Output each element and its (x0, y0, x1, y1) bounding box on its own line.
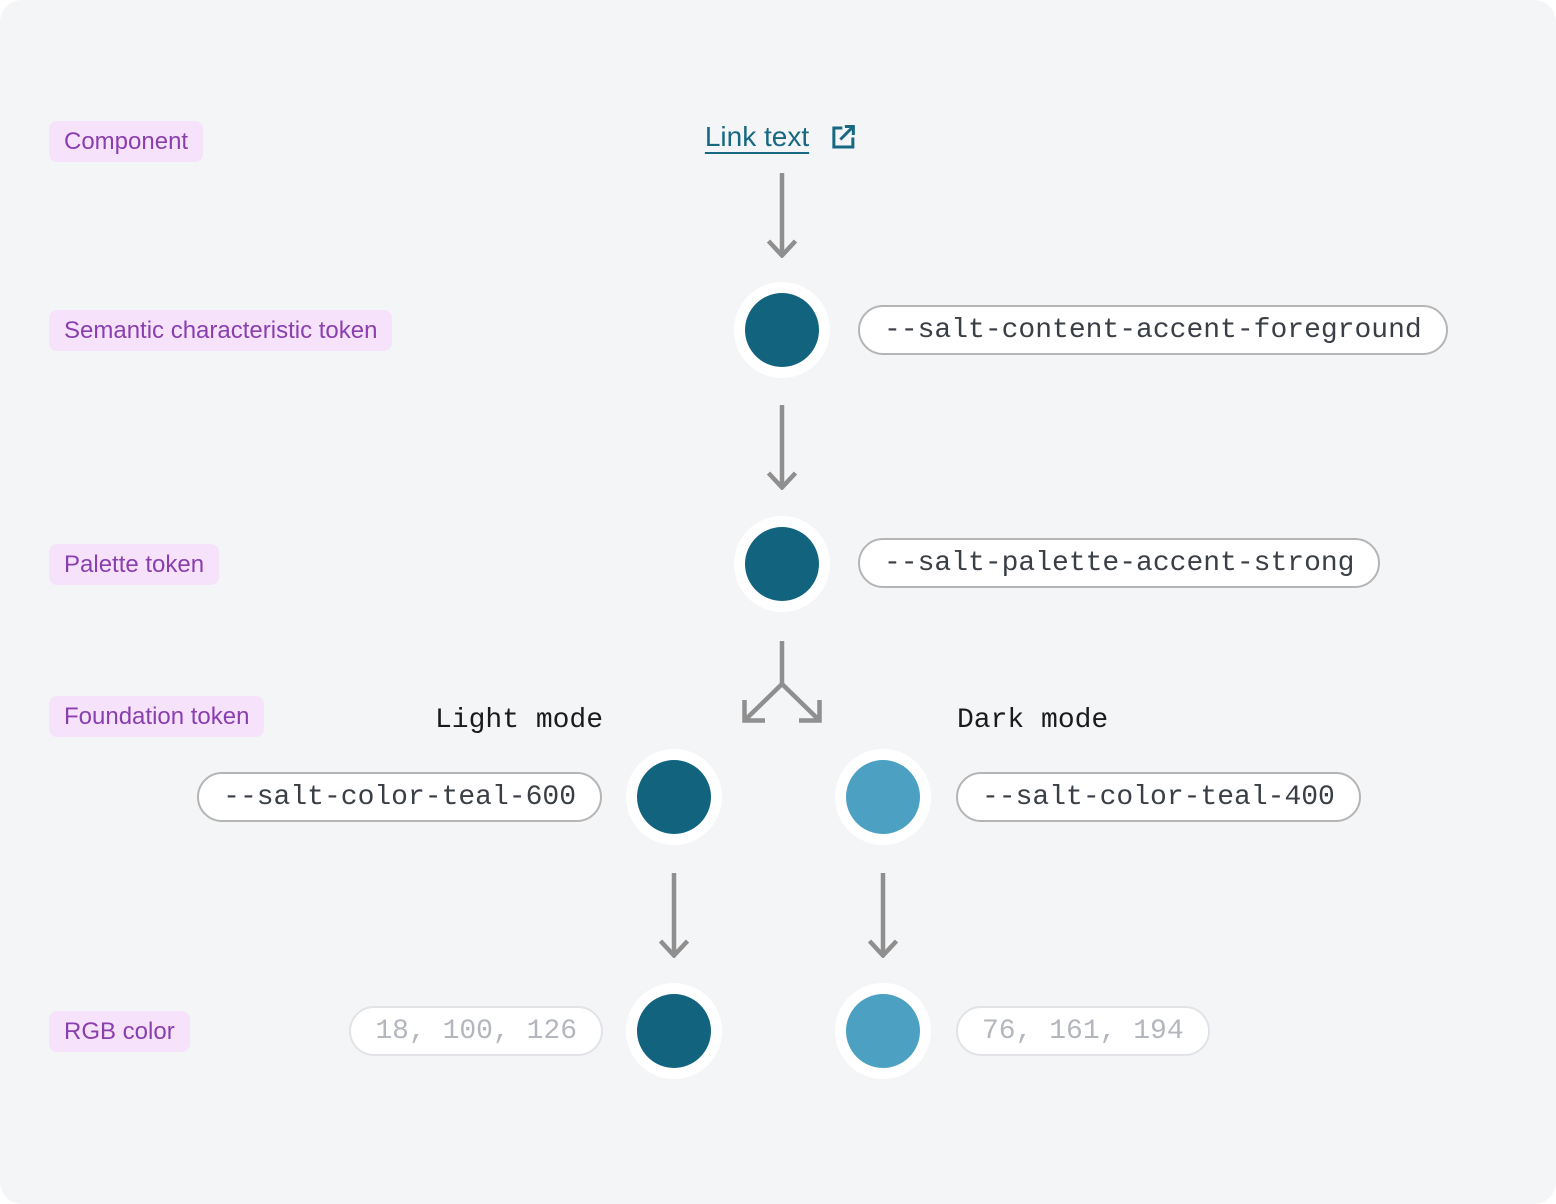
foundation-dark-node (835, 749, 931, 845)
row-label-palette-token: Palette token (49, 544, 220, 585)
arrow-branch-palette-to-foundation (722, 640, 842, 724)
arrow-down-semantic-to-palette (764, 404, 800, 490)
foundation-light-swatch (637, 760, 711, 834)
row-label-foundation-token: Foundation token (49, 696, 265, 737)
rgb-dark-node (835, 983, 931, 1079)
foundation-light-node (626, 749, 722, 845)
row-label-component: Component (49, 121, 204, 162)
rgb-light-node (626, 983, 722, 1079)
row-label-semantic-characteristic-token: Semantic characteristic token (49, 310, 393, 351)
palette-token-node (734, 516, 830, 612)
arrow-down-foundation-light-to-rgb (656, 872, 692, 958)
palette-token-swatch (745, 527, 819, 601)
semantic-token-swatch (745, 293, 819, 367)
rgb-dark-value-pill: 76, 161, 194 (956, 1006, 1210, 1056)
rgb-dark-swatch (846, 994, 920, 1068)
semantic-token-pill: --salt-content-accent-foreground (858, 305, 1448, 355)
semantic-token-node (734, 282, 830, 378)
palette-token-pill: --salt-palette-accent-strong (858, 538, 1381, 588)
rgb-light-swatch (637, 994, 711, 1068)
foundation-light-token-pill: --salt-color-teal-600 (197, 772, 602, 822)
link-text: Link text (704, 121, 810, 152)
foundation-dark-swatch (846, 760, 920, 834)
row-label-rgb-color: RGB color (49, 1011, 190, 1052)
arrow-down-link-to-semantic (764, 172, 800, 258)
arrow-down-foundation-dark-to-rgb (865, 872, 901, 958)
component-link[interactable]: Link text (705, 118, 859, 156)
light-mode-label: Light mode (435, 705, 604, 736)
tearout-external-link-icon (826, 121, 859, 154)
dark-mode-label: Dark mode (957, 705, 1109, 736)
foundation-dark-token-pill: --salt-color-teal-400 (956, 772, 1361, 822)
rgb-light-value-pill: 18, 100, 126 (349, 1006, 603, 1056)
